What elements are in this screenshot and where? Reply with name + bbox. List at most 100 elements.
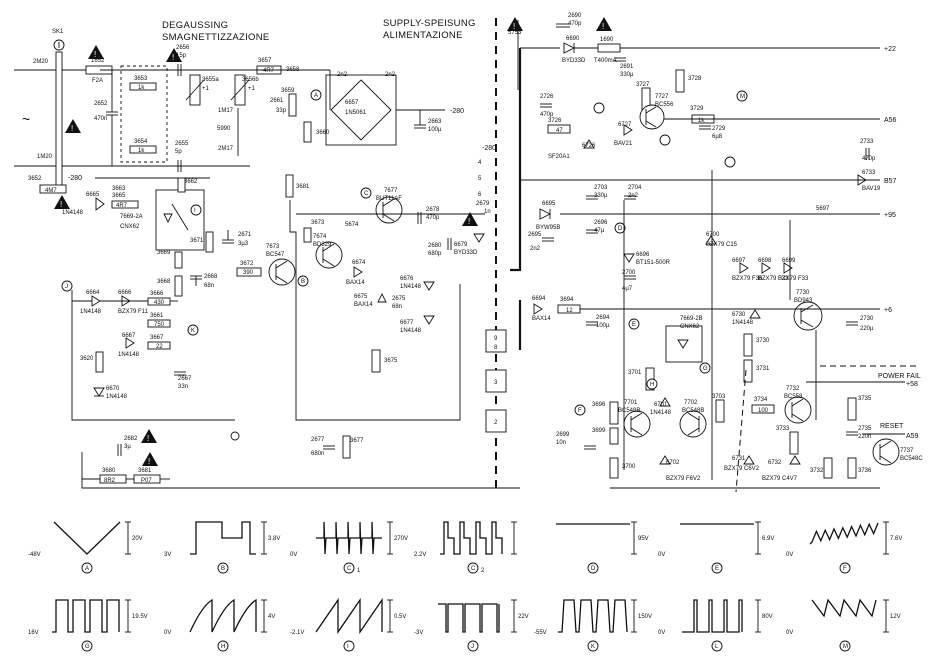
svg-text:6657: 6657: [345, 100, 359, 106]
svg-text:3653: 3653: [134, 76, 148, 82]
cap-2735: 2735 220n: [846, 426, 872, 440]
svg-text:2678: 2678: [426, 207, 440, 213]
svg-text:1N4148: 1N4148: [80, 309, 102, 315]
svg-text:12: 12: [566, 308, 573, 314]
svg-text:BAX14: BAX14: [532, 316, 551, 322]
fuse-1652: 1652 F2A: [85, 58, 113, 84]
resistor-3667: 3667 22: [147, 335, 171, 350]
transistor-7701: 7701 BC548B: [618, 400, 651, 438]
svg-text:6730: 6730: [732, 312, 746, 318]
svg-text:3734: 3734: [754, 397, 768, 403]
svg-text:F: F: [578, 408, 582, 414]
svg-text:6665: 6665: [86, 192, 100, 198]
svg-text:4µ7: 4µ7: [622, 286, 633, 292]
waveform-trace: [315, 597, 383, 635]
svg-text:2652: 2652: [94, 101, 108, 107]
svg-text:7737: 7737: [900, 448, 914, 454]
svg-text:BC548B: BC548B: [618, 408, 640, 414]
transistor-7674: 7674 BD329: [313, 234, 343, 269]
waveform-amplitude: 270V: [394, 536, 408, 542]
cap-2668: 2668 68n: [190, 274, 218, 289]
cap-2663: 2663 100µ: [414, 110, 442, 133]
supply-title-it: ALIMENTAZIONE: [383, 30, 463, 41]
svg-text:3µ: 3µ: [124, 444, 131, 450]
svg-text:3675: 3675: [384, 358, 398, 364]
transistor-7677: 7677 BUT11AF: [375, 188, 403, 224]
diode-6695: 6695 BYW95B: [536, 201, 560, 231]
svg-text:9: 9: [494, 336, 498, 342]
diode-6679: 6679 BYD33D: [454, 233, 485, 256]
supply-title: SUPPLY-SPEISUNG: [383, 18, 476, 29]
waveform-offset: -55V: [534, 630, 547, 636]
svg-text:BD943: BD943: [794, 298, 813, 304]
waveform-amplitude: 80V: [762, 614, 773, 620]
svg-text:8R2: 8R2: [104, 478, 116, 484]
waveform-marker: [839, 562, 851, 574]
svg-text:390: 390: [243, 270, 254, 276]
node-marker-J2: [593, 102, 605, 114]
svg-text:3µ3: 3µ3: [238, 241, 249, 247]
rail-b57: B57: [884, 178, 897, 185]
waveform-amplitude: 7.6V: [890, 536, 902, 542]
node-marker-F: [574, 404, 586, 416]
svg-text:2: 2: [494, 420, 498, 426]
svg-text:2690: 2690: [568, 13, 582, 19]
resistor-3672: 3672 390: [236, 261, 262, 277]
resistor-3666: 3666 430: [147, 291, 171, 306]
cap-2671: 2671 3µ3: [222, 230, 252, 247]
svg-text:6732: 6732: [768, 460, 782, 466]
svg-text:6674: 6674: [352, 260, 366, 266]
waveform-marker-suffix: 2: [481, 568, 485, 574]
svg-text:6690: 6690: [566, 36, 580, 42]
svg-text:3667: 3667: [150, 335, 164, 341]
svg-text:330µ: 330µ: [594, 193, 608, 199]
svg-text:2677: 2677: [311, 437, 325, 443]
svg-text:!: !: [147, 434, 149, 443]
svg-text:68n: 68n: [204, 283, 214, 289]
svg-text:E: E: [632, 322, 636, 328]
zener-6702: 6702 BZX79 F6V2: [659, 455, 701, 482]
rail-plus95: +95: [884, 212, 896, 219]
waveform-marker: [839, 640, 851, 652]
svg-text:I: I: [194, 208, 196, 214]
svg-text:3652: 3652: [28, 176, 42, 182]
waveform-amplitude: 12V: [890, 614, 901, 620]
svg-text:3733: 3733: [776, 426, 790, 432]
node-marker-P: [724, 156, 736, 168]
svg-text:6664: 6664: [86, 290, 100, 296]
waveform-amplitude: 22V: [518, 614, 529, 620]
zener-6731: 6731 BZX79 C6V2: [724, 455, 760, 472]
diode-6675: 6675 BAX14: [354, 292, 387, 308]
svg-text:6733: 6733: [862, 170, 876, 176]
waveform-marker-label: C: [471, 566, 476, 572]
svg-text:1M20: 1M20: [37, 154, 53, 160]
svg-text:+1: +1: [248, 86, 256, 92]
svg-text:+1: +1: [202, 86, 210, 92]
rail-reset: RESET: [880, 423, 904, 430]
svg-text:6694: 6694: [532, 296, 546, 302]
svg-text:A: A: [314, 93, 318, 99]
fuse-1690: 1690 T400mA: [594, 37, 621, 64]
node-marker-K: [187, 324, 199, 336]
node-marker-G: [699, 362, 711, 374]
cap-2704: 2704 2n2: [624, 185, 642, 200]
svg-text:100: 100: [758, 408, 769, 414]
zener-6697: 6697 BZX79 F36: [732, 258, 763, 282]
svg-text:3726: 3726: [548, 118, 562, 124]
svg-text:2700: 2700: [622, 270, 636, 276]
svg-text:3669: 3669: [157, 250, 171, 256]
svg-text:3703: 3703: [712, 394, 726, 400]
waveform-offset: 0V: [164, 630, 171, 636]
diode-6677: 6677 1N4148: [400, 315, 435, 334]
svg-text:D: D: [618, 226, 623, 232]
resistor-3734: 3734 100: [751, 397, 775, 414]
waveform-offset: -2.1V: [290, 630, 304, 636]
svg-text:BAV21: BAV21: [614, 141, 633, 147]
svg-text:1N4148: 1N4148: [118, 352, 140, 358]
